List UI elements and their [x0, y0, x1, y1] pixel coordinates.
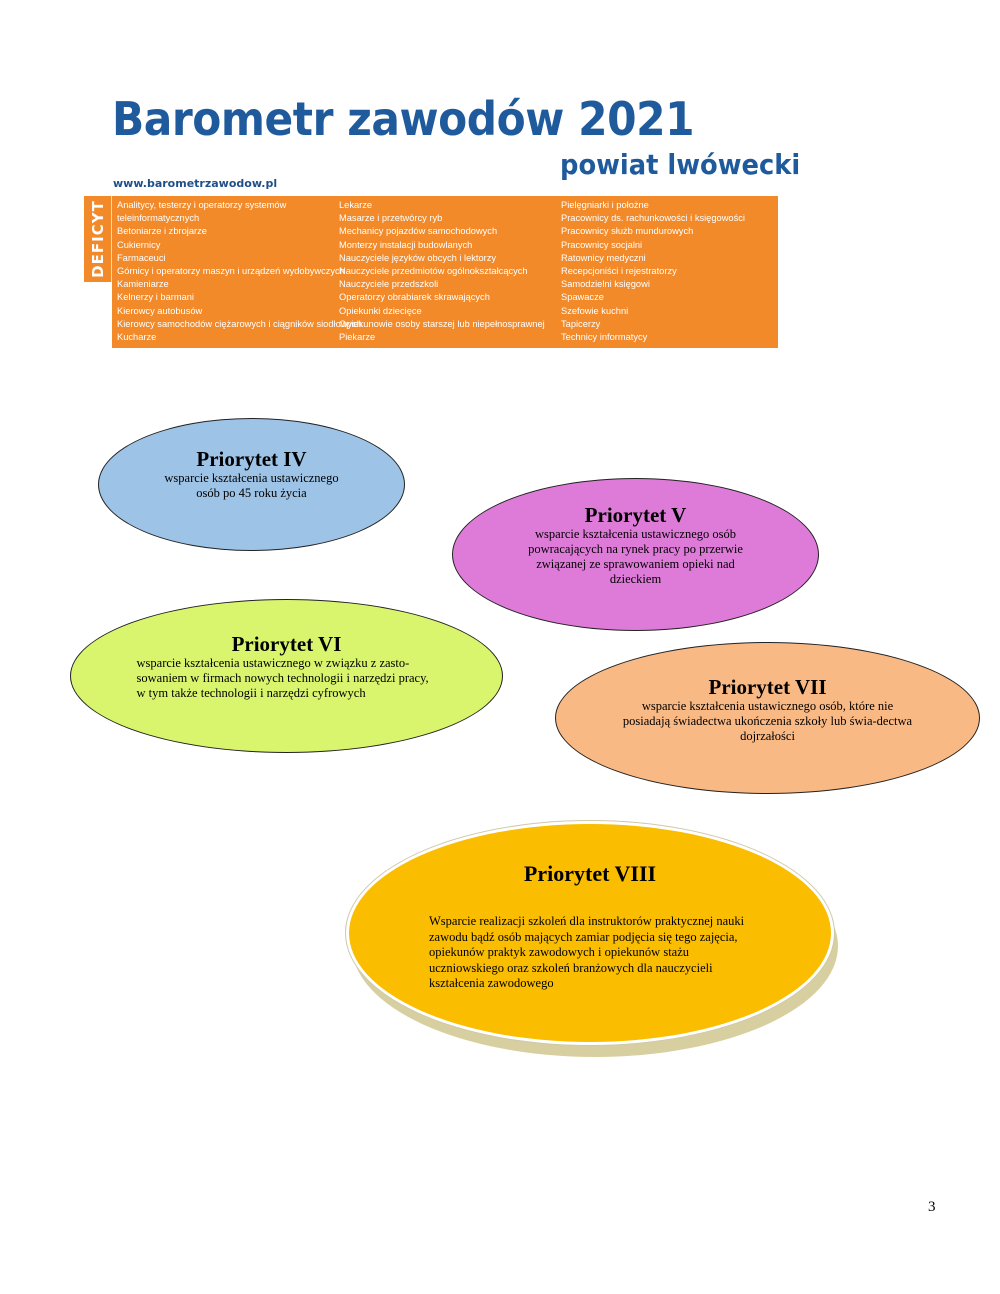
barometer-subtitle: powiat lwówecki	[560, 148, 801, 181]
list-item: Masarze i przetwórcy ryb	[339, 213, 443, 224]
list-item: Farmaceuci	[117, 252, 166, 263]
list-item: Kamieniarze	[117, 279, 169, 290]
priority-iv-text: wsparcie kształcenia ustawicznego osób p…	[164, 471, 339, 500]
priority-viii-text: Wsparcie realizacji szkoleń dla instrukt…	[429, 914, 745, 990]
deficit-panel	[84, 196, 778, 348]
deficit-tab-label: DEFICYT	[88, 200, 107, 278]
priority-vi-text: wsparcie kształcenia ustawicznego w zwią…	[136, 656, 429, 700]
list-item: Nauczyciele przedszkoli	[339, 279, 439, 290]
list-item: Tapicerzy	[561, 318, 601, 329]
list-item: Nauczyciele przedmiotów ogólnokształcący…	[339, 266, 528, 277]
list-item: Betoniarze i zbrojarze	[117, 226, 207, 237]
list-item: Analitycy, testerzy i operatorzy systemó…	[117, 200, 287, 210]
list-item: Mechanicy pojazdów samochodowych	[339, 226, 498, 237]
priority-vii-ellipse: Priorytet VII wsparcie kształcenia ustaw…	[555, 642, 980, 794]
list-item: Piekarze	[339, 332, 376, 343]
priority-vii-text: wsparcie kształcenia ustawicznego osób, …	[622, 699, 913, 743]
list-item: Szefowie kuchni	[561, 305, 629, 316]
list-item: Opiekunki dziecięce	[339, 305, 422, 316]
deficit-list-column-3: Pielęgniarki i położne Pracownicy ds. ra…	[561, 199, 745, 344]
barometer-title: Barometr zawodów 2021	[112, 92, 695, 146]
list-item: Operatorzy obrabiarek skrawających	[339, 292, 490, 303]
priority-v-ellipse: Priorytet V wsparcie kształcenia ustawic…	[452, 478, 819, 631]
deficit-tab-gap	[84, 282, 112, 348]
priority-vi-title: Priorytet VI	[231, 632, 342, 656]
list-item: Kierowcy autobusów	[117, 305, 203, 316]
list-item: Nauczyciele języków obcych i lektorzy	[339, 252, 497, 263]
list-item: Kierowcy samochodów ciężarowych i ciągni…	[117, 318, 362, 329]
list-item: Pracownicy socjalni	[561, 239, 643, 250]
list-item: Pracownicy ds. rachunkowości i księgowoś…	[561, 213, 745, 224]
list-item: Górnicy i operatorzy maszyn i urządzeń w…	[117, 266, 345, 277]
priority-v-title: Priorytet V	[584, 503, 687, 527]
list-item: Spawacze	[561, 292, 604, 303]
list-item: Ratownicy medyczni	[561, 252, 646, 263]
priority-viii-title: Priorytet VIII	[523, 861, 657, 886]
list-item: Lekarze	[339, 200, 373, 210]
priority-vi-ellipse: Priorytet VI wsparcie kształcenia ustawi…	[70, 599, 503, 753]
list-item: Technicy informatycy	[561, 332, 648, 343]
priority-v-text: wsparcie kształcenia ustawicznego osób p…	[528, 527, 743, 586]
deficit-tab: DEFICYT	[84, 196, 112, 282]
list-item: Pielęgniarki i położne	[561, 200, 649, 210]
list-item: teleinformatycznych	[117, 213, 200, 224]
list-item: Opiekunowie osoby starszej lub niepełnos…	[339, 318, 545, 329]
priority-viii-ellipse: Priorytet VIII Wsparcie realizacji szkol…	[346, 821, 834, 1045]
list-item: Monterzy instalacji budowlanych	[339, 239, 473, 250]
priority-vii-title: Priorytet VII	[708, 675, 827, 699]
page-number: 3	[928, 1199, 936, 1215]
priority-iv-ellipse: Priorytet IV wsparcie kształcenia ustawi…	[98, 418, 405, 551]
list-item: Cukiernicy	[117, 239, 161, 250]
deficit-list-column-1: Analitycy, testerzy i operatorzy systemó…	[117, 199, 362, 344]
deficit-list-column-2: Lekarze Masarze i przetwórcy ryb Mechani…	[339, 199, 545, 344]
priority-iv-title: Priorytet IV	[196, 447, 307, 471]
list-item: Samodzielni księgowi	[561, 279, 650, 290]
list-item: Kucharze	[117, 332, 157, 343]
barometer-url: www.barometrzawodow.pl	[113, 177, 278, 190]
list-item: Pracownicy służb mundurowych	[561, 226, 694, 237]
list-item: Kelnerzy i barmani	[117, 292, 194, 303]
list-item: Recepcjoniści i rejestratorzy	[561, 266, 677, 277]
